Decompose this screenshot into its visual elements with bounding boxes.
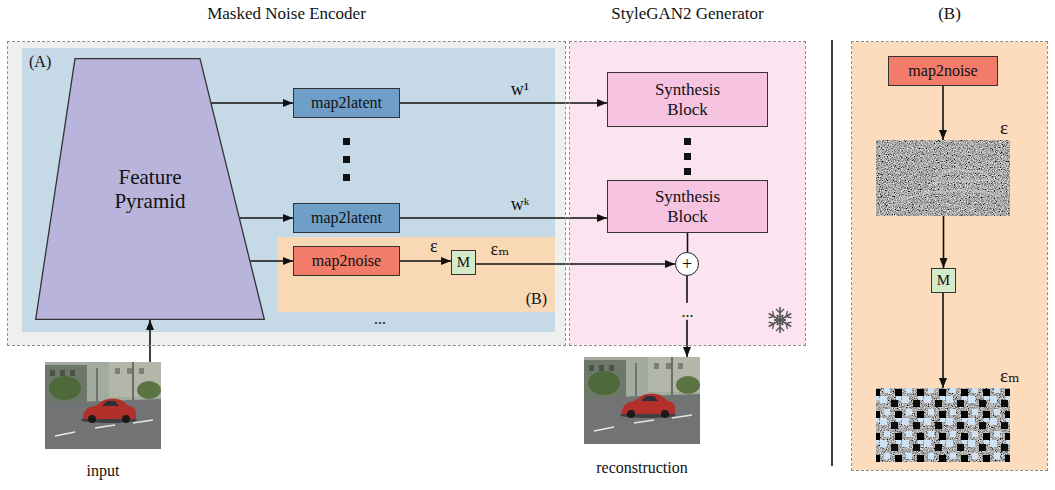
arrow-connector: [943, 216, 945, 268]
reconstruction-image: reconstruction: [584, 357, 700, 444]
region-tag: (A): [29, 53, 51, 70]
noise-image: [876, 140, 1010, 216]
input-image: input: [45, 362, 161, 449]
generator-region: Synthesis BlockSynthesis Block+StyleGAN2…: [570, 42, 805, 345]
node-label: map2noise: [908, 62, 977, 80]
node-label: map2latent: [311, 94, 382, 112]
region-fill: [22, 48, 555, 332]
node-label: map2latent: [311, 209, 382, 227]
region-fill: [278, 237, 555, 312]
arrow-connector: [400, 102, 607, 104]
arrow-connector: [476, 263, 675, 265]
node-label: M: [457, 254, 470, 271]
edge-label: wᵏ: [511, 194, 530, 214]
feature-pyramid-shape: [36, 59, 265, 320]
synthesis-block: Synthesis Block: [607, 180, 768, 233]
ellipsis-mark: ...: [374, 310, 386, 327]
arrow-connector: [400, 260, 451, 262]
map2latent-box: map2latent: [293, 88, 400, 118]
map2noise-box: map2noise: [888, 56, 998, 86]
arrow-connector: [942, 293, 944, 388]
noise-detail-panel: map2noiseMεεₘ(B): [852, 42, 1047, 470]
edge-label: εₘ: [491, 239, 510, 259]
ellipsis-mark: ...: [680, 303, 696, 320]
image-caption: reconstruction: [596, 459, 688, 476]
region-title: Masked Noise Encoder: [207, 4, 366, 23]
map2noise-box: map2noise: [293, 246, 400, 276]
arrow-connector: [400, 217, 607, 219]
node-label: Feature Pyramid: [95, 165, 205, 213]
mask-box: M: [451, 250, 476, 275]
edge-label: w¹: [511, 79, 529, 99]
masked-noise-map: εₘ: [876, 388, 1010, 462]
region-title: (B): [938, 4, 961, 23]
region-fill: [8, 42, 565, 345]
node-label: Synthesis Block: [643, 80, 733, 119]
arrow-connector: [149, 320, 151, 362]
sum-node: +: [675, 252, 699, 276]
vertical-ellipsis: [343, 138, 350, 181]
node-label: +: [682, 255, 692, 273]
symbol-label: ε: [1000, 117, 1008, 138]
noise-branch-region: map2noise M (B): [278, 237, 555, 312]
node-label: M: [937, 272, 950, 289]
vertical-ellipsis: [684, 138, 691, 175]
region-fill: [852, 42, 1047, 470]
image-caption: input: [87, 462, 120, 479]
map2latent-box: map2latent: [293, 203, 400, 233]
input-photo: [45, 362, 161, 449]
arrow-connector: [942, 86, 944, 140]
noise-map: ε: [876, 140, 1010, 216]
region-title: StyleGAN2 Generator: [611, 4, 764, 23]
feature-pyramid: Feature Pyramid: [35, 58, 265, 320]
encoder-region: Feature Pyramid map2latent map2latent map2n…: [8, 42, 565, 345]
region-tag: (B): [526, 290, 547, 307]
arrow-connector: [211, 102, 293, 104]
edge-label: ε: [430, 236, 438, 256]
reconstruction-photo: [584, 357, 700, 444]
symbol-label: εₘ: [1000, 365, 1020, 386]
synthesis-block: Synthesis Block: [607, 72, 768, 127]
node-label: map2noise: [312, 252, 381, 270]
node-label: Synthesis Block: [643, 187, 733, 226]
arrow-connector: [240, 217, 293, 219]
frozen-snowflake-icon: [767, 307, 794, 333]
masked-noise-image: [876, 388, 1010, 462]
encoder-module-region: Feature Pyramid map2latent map2latent map2n…: [22, 48, 555, 332]
arrow-connector: [687, 233, 689, 252]
panel-separator: [831, 40, 833, 466]
arrow-connector: [250, 260, 293, 262]
mask-box: M: [931, 268, 956, 293]
